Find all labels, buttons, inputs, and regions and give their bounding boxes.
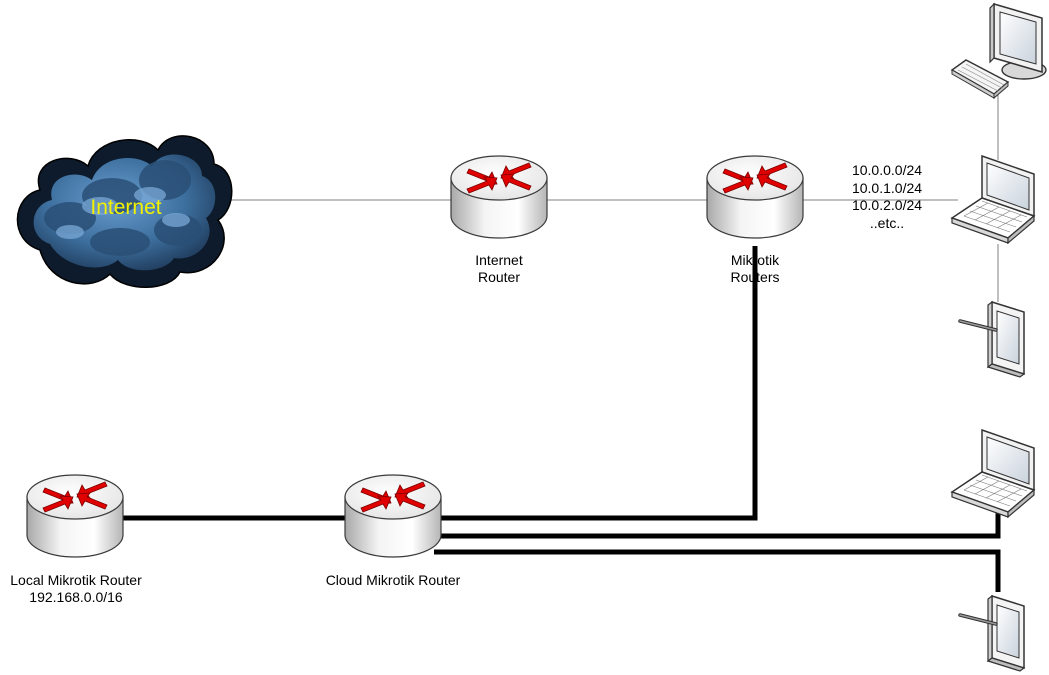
- mikrotik-routers[interactable]: [706, 155, 804, 239]
- link-cloud-router-to-mikrotik: [440, 246, 758, 521]
- tablet-icon[interactable]: [958, 594, 1026, 673]
- link-cloud-router-to-laptop: [440, 508, 1001, 539]
- local-mikrotik-router-label-line2: 192.168.0.0/16: [29, 589, 123, 605]
- subnet-list: 10.0.0.0/24 10.0.1.0/24 10.0.2.0/24 ..et…: [832, 162, 942, 232]
- local-mikrotik-router-label-line1: Local Mikrotik Router: [10, 572, 142, 588]
- mikrotik-routers-label-line2: Routers: [730, 269, 780, 285]
- local-mikrotik-router-label: Local Mikrotik Router 192.168.0.0/16: [0, 572, 152, 606]
- laptop-icon[interactable]: [951, 155, 1035, 244]
- mikrotik-routers-label: Mikrotik Routers: [705, 252, 805, 286]
- internet-cloud-label: Internet: [90, 196, 161, 219]
- internet-router-label-line2: Router: [477, 269, 521, 285]
- internet-router-label: Internet Router: [449, 252, 549, 286]
- subnet-item: 10.0.0.0/24: [851, 162, 923, 178]
- cloud-mikrotik-router-label-line1: Cloud Mikrotik Router: [325, 572, 461, 588]
- subnet-item: 10.0.1.0/24: [851, 179, 923, 196]
- internet-router[interactable]: [450, 155, 548, 239]
- subnet-item: ..etc..: [869, 214, 905, 231]
- laptop-icon[interactable]: [951, 429, 1035, 518]
- cloud-mikrotik-router-label: Cloud Mikrotik Router: [310, 572, 476, 589]
- internet-router-label-line1: Internet: [475, 252, 523, 268]
- mikrotik-routers-label-line1: Mikrotik: [730, 252, 780, 268]
- thin-links: [218, 84, 999, 302]
- link-cloud-router-to-tablet: [434, 549, 1001, 592]
- internet-cloud: [16, 135, 233, 288]
- tablet-icon[interactable]: [958, 300, 1026, 379]
- subnet-item: 10.0.2.0/24: [851, 197, 923, 213]
- cloud-mikrotik-router[interactable]: [344, 474, 442, 558]
- desktop-computer-icon[interactable]: [950, 2, 1047, 100]
- thick-links: [122, 246, 1001, 592]
- local-mikrotik-router[interactable]: [26, 474, 124, 558]
